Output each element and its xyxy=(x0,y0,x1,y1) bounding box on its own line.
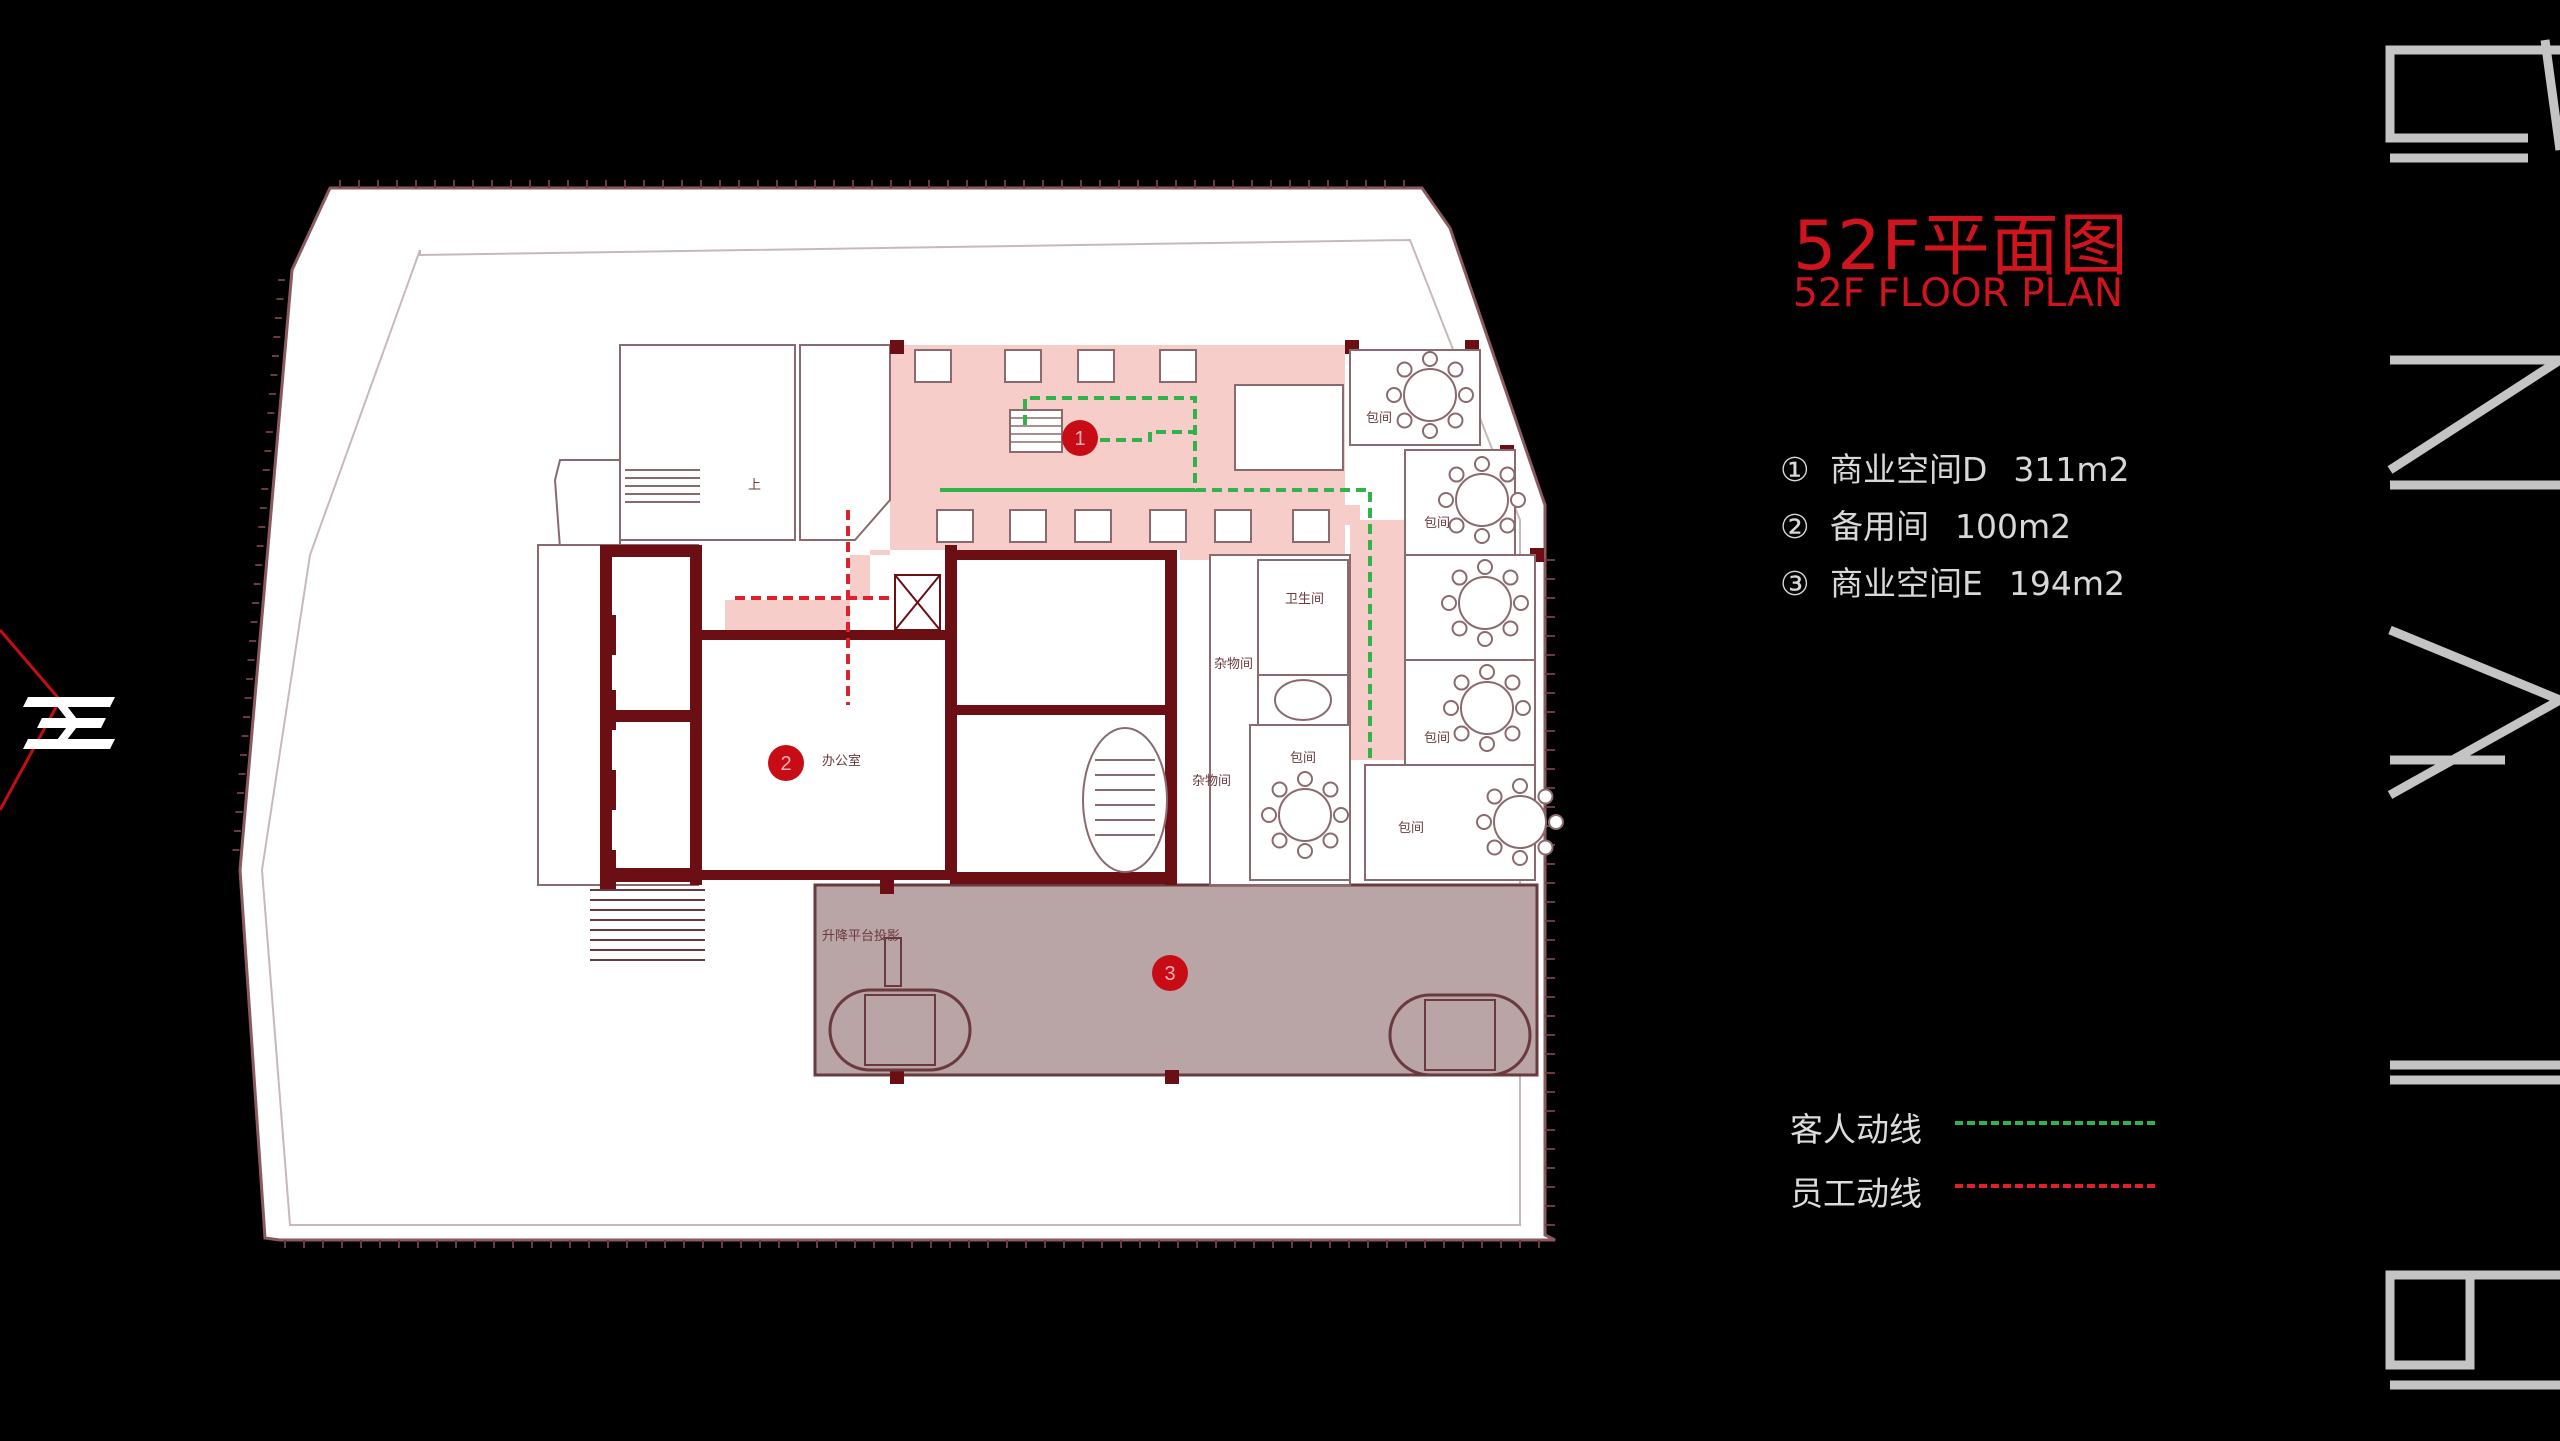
legend-staff-label: 员工动线 xyxy=(1790,1174,1922,1213)
area-item-1: ① 商业空间D 311m2 xyxy=(1780,443,2130,491)
bay-window xyxy=(553,459,621,549)
spiral-stair xyxy=(1082,727,1168,873)
bar-counter xyxy=(1234,384,1344,471)
label-private-room-2: 包间 xyxy=(1424,516,1450,531)
stair-treads xyxy=(625,469,700,503)
label-private-room-3: 包间 xyxy=(1424,731,1450,746)
area-num: ② xyxy=(1780,507,1810,546)
marker-2: 2 xyxy=(768,745,804,781)
stair-core-treads xyxy=(1095,759,1155,836)
restroom xyxy=(1257,559,1349,676)
perimeter-ticks xyxy=(232,180,1555,1248)
area-item-3: ③ 商业空间E 194m2 xyxy=(1780,557,2125,605)
platform-stairs xyxy=(828,988,1532,1077)
area-name: 备用间 xyxy=(1830,507,1929,546)
area-size: 311m2 xyxy=(2013,450,2130,489)
vertical-plan-lettering xyxy=(2385,39,2560,1390)
platform-hatch xyxy=(884,937,902,987)
label-office: 办公室 xyxy=(822,753,861,769)
legend-staff-line xyxy=(1955,1184,2155,1188)
area-num: ① xyxy=(1780,450,1810,489)
page-subtitle: 52F FLOOR PLAN xyxy=(1793,271,2124,316)
corridor-zone xyxy=(1350,520,1405,760)
svg-text:2: 2 xyxy=(780,753,791,775)
office-room xyxy=(705,640,945,870)
label-lift-platform: 升降平台投影 xyxy=(822,928,900,944)
area-item-2: ② 备用间 100m2 xyxy=(1780,500,2071,548)
legend-guest-line xyxy=(1955,1121,2155,1125)
stair-flight xyxy=(1009,409,1063,453)
page-title: 52F平面图 xyxy=(1793,207,2129,286)
label-storage-1: 杂物间 xyxy=(1214,657,1253,672)
guest-path-branch xyxy=(1100,430,1195,442)
svg-text:3: 3 xyxy=(1164,963,1175,985)
area-size: 100m2 xyxy=(1955,507,2072,546)
label-storage-2: 杂物间 xyxy=(1192,774,1231,789)
marker-3: 3 xyxy=(1152,955,1188,991)
marker-1: 1 xyxy=(1062,420,1098,456)
area-size: 194m2 xyxy=(2008,564,2125,603)
dining-zone xyxy=(725,345,1400,760)
svg-text:1: 1 xyxy=(1074,428,1085,450)
area-num: ③ xyxy=(1780,564,1810,603)
exterior-stair xyxy=(590,889,705,961)
label-private-room-4: 包间 xyxy=(1398,821,1424,836)
label-private-room-5: 包间 xyxy=(1290,751,1316,766)
label-restroom: 卫生间 xyxy=(1285,592,1324,607)
wall-structure xyxy=(600,340,1544,1084)
entry-block xyxy=(799,344,891,541)
brand-emblem xyxy=(0,629,115,811)
area-name: 商业空间D xyxy=(1830,450,1988,489)
area-name: 商业空间E xyxy=(1830,564,1983,603)
core-room xyxy=(960,560,1165,705)
round-tables xyxy=(1261,351,1564,866)
guest-path xyxy=(940,396,1372,760)
inner-terrace-line xyxy=(260,238,1521,1226)
dining-chairs xyxy=(914,349,1330,543)
legend-guest-label: 客人动线 xyxy=(1790,1110,1922,1149)
label-private-room-1: 包间 xyxy=(1366,411,1392,426)
stair-block xyxy=(619,344,796,541)
label-up: 上 xyxy=(748,478,761,493)
